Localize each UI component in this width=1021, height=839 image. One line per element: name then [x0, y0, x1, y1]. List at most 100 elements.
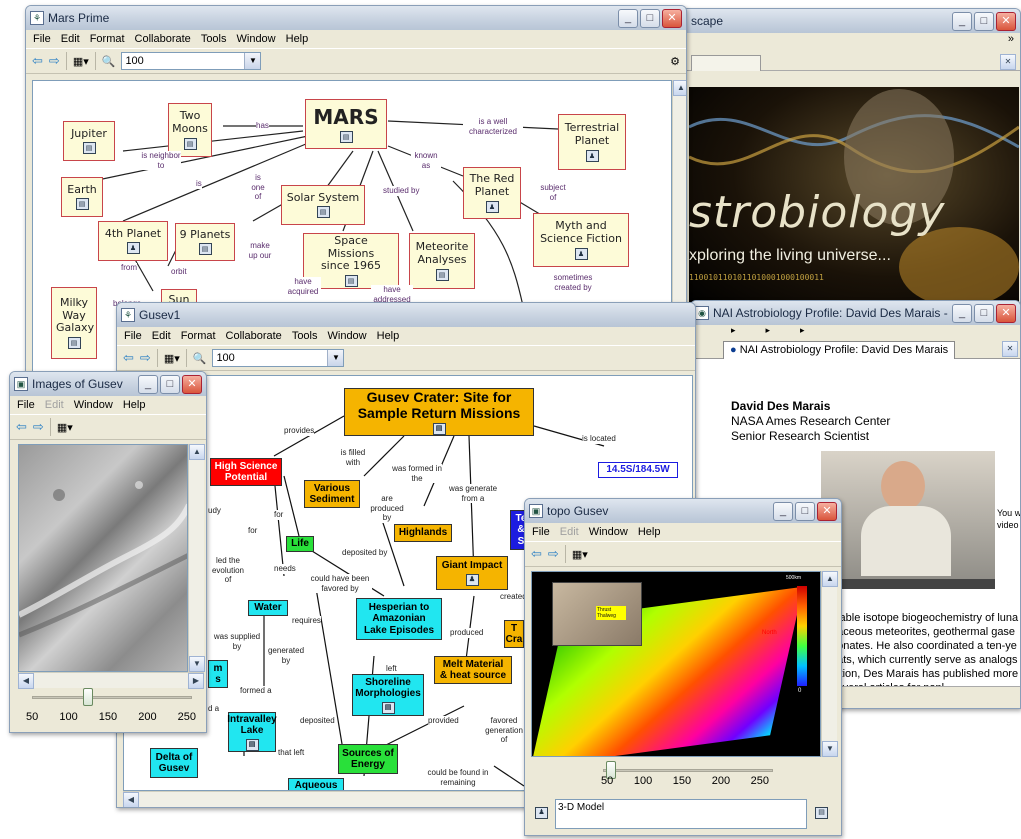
resource-icon[interactable]: ▤ — [82, 142, 96, 155]
netscape-titlebar[interactable]: scape _□✕ — [661, 9, 1020, 33]
node-intravalley-lake[interactable]: Intravalley Lake▤ — [227, 712, 277, 752]
minimize-button[interactable]: _ — [952, 11, 972, 31]
resource-icon[interactable]: ▤ — [245, 738, 259, 751]
nai-titlebar[interactable]: ◉ NAI Astrobiology Profile: David Des Ma… — [691, 301, 1020, 325]
maximize-button[interactable]: □ — [974, 11, 994, 31]
node-m-s[interactable]: m s — [208, 660, 228, 688]
menu-format[interactable]: Format — [180, 330, 216, 342]
vertical-scrollbar[interactable]: ▲▼ — [821, 571, 838, 757]
topo-titlebar[interactable]: ▣ topo Gusev _□✕ — [525, 499, 841, 523]
tab[interactable] — [691, 55, 761, 71]
scroll-left-icon[interactable]: ◀ — [18, 673, 34, 689]
close-button[interactable]: ✕ — [662, 8, 682, 28]
vertical-scrollbar[interactable]: ▲▼ — [188, 444, 205, 672]
menu-help[interactable]: Help — [285, 33, 309, 45]
chevron-down-icon[interactable]: ▼ — [244, 53, 261, 69]
menu-tools[interactable]: Tools — [291, 330, 318, 342]
slider-track[interactable] — [32, 696, 192, 699]
close-button[interactable]: ✕ — [996, 303, 1016, 323]
node-hesperian[interactable]: Hesperian to Amazonian Lake Episodes — [356, 598, 442, 640]
menu-tools[interactable]: Tools — [200, 33, 227, 45]
minimize-button[interactable]: _ — [773, 501, 793, 521]
view-menu-icon[interactable]: ▦▾ — [56, 421, 73, 434]
node-shoreline[interactable]: Shoreline Morphologies▤ — [352, 674, 424, 716]
zoom-select[interactable]: 100▼ — [212, 349, 345, 367]
resource-icon[interactable]: ▤ — [381, 701, 395, 714]
node-jupiter[interactable]: Jupiter▤ — [63, 121, 115, 161]
map-link-icon[interactable]: ♟ — [585, 149, 599, 162]
menu-collaborate[interactable]: Collaborate — [225, 330, 282, 342]
resource-icon[interactable]: ▤ — [815, 807, 828, 819]
menu-file[interactable]: File — [124, 330, 142, 342]
node-high-science[interactable]: High Science Potential — [210, 458, 282, 486]
menu-help[interactable]: Help — [376, 330, 400, 342]
video-player[interactable] — [821, 451, 995, 589]
resource-icon[interactable]: ▤ — [75, 198, 89, 211]
node-gusev-crater[interactable]: Gusev Crater: Site for Sample Return Mis… — [344, 388, 534, 436]
node-highlands[interactable]: Highlands — [394, 524, 452, 542]
images-titlebar[interactable]: ▣ Images of Gusev _□✕ — [10, 372, 206, 396]
video-controls[interactable] — [821, 579, 995, 589]
menu-window[interactable]: Window — [327, 330, 367, 342]
menu-window[interactable]: Window — [236, 33, 276, 45]
slider-track[interactable] — [603, 769, 773, 772]
forward-arrow-icon[interactable]: ⇨ — [547, 546, 559, 561]
scroll-up-icon[interactable]: ▲ — [822, 571, 838, 587]
gusev1-titlebar[interactable]: ⚘ Gusev1 — [117, 303, 695, 327]
maximize-button[interactable]: □ — [160, 374, 180, 394]
forward-arrow-icon[interactable]: ⇨ — [32, 419, 44, 434]
node-9-planets[interactable]: 9 Planets▤ — [175, 223, 235, 261]
network-icon[interactable]: ⚙ — [670, 55, 680, 68]
mars-titlebar[interactable]: ⚘ Mars Prime _□✕ — [26, 6, 686, 30]
node-giant-impact[interactable]: Giant Impact♟ — [436, 556, 508, 590]
scroll-down-icon[interactable]: ▼ — [189, 656, 205, 672]
back-arrow-icon[interactable]: ⇦ — [123, 350, 134, 365]
node-various-sediment[interactable]: Various Sediment — [304, 480, 360, 508]
maximize-button[interactable]: □ — [640, 8, 660, 28]
close-button[interactable]: ✕ — [182, 374, 202, 394]
maximize-button[interactable]: □ — [795, 501, 815, 521]
close-button[interactable]: ✕ — [817, 501, 837, 521]
back-arrow-icon[interactable]: ⇦ — [16, 419, 27, 434]
scroll-down-icon[interactable]: ▼ — [822, 741, 838, 757]
node-earth[interactable]: Earth▤ — [61, 177, 103, 217]
scroll-left-icon[interactable]: ◀ — [123, 792, 139, 807]
resource-icon[interactable]: ▤ — [435, 268, 449, 281]
menu-edit[interactable]: Edit — [151, 330, 171, 342]
menu-file[interactable]: File — [17, 399, 35, 411]
caption-field[interactable]: 3-D Model — [555, 799, 807, 829]
map-link-icon[interactable]: ♟ — [485, 200, 499, 213]
node-space-missions[interactable]: Space Missions since 1965▤ — [303, 233, 399, 289]
resource-icon[interactable]: ▤ — [198, 243, 212, 256]
nav-arrows[interactable]: ▸▸▸ — [691, 325, 1020, 339]
menu-window[interactable]: Window — [588, 526, 628, 538]
view-menu-icon[interactable]: ▦▾ — [72, 55, 89, 68]
menu-help[interactable]: Help — [122, 399, 146, 411]
scroll-up-icon[interactable]: ▲ — [189, 444, 205, 460]
node-two-moons[interactable]: Two Moons▤ — [168, 103, 212, 157]
map-link-icon[interactable]: ♟ — [535, 807, 548, 819]
back-arrow-icon[interactable]: ⇦ — [531, 546, 542, 561]
node-cra[interactable]: T Cra — [504, 620, 524, 648]
node-life[interactable]: Life — [286, 536, 314, 552]
node-milky-way[interactable]: Milky Way Galaxy▤ — [51, 287, 97, 359]
node-4th-planet[interactable]: 4th Planet♟ — [98, 221, 168, 261]
close-tab-icon[interactable]: ✕ — [1000, 54, 1016, 70]
resource-icon[interactable]: ▤ — [67, 336, 81, 349]
node-myth[interactable]: Myth and Science Fiction♟ — [533, 213, 629, 267]
map-link-icon[interactable]: ♟ — [465, 573, 479, 586]
forward-arrow-icon[interactable]: ⇨ — [139, 350, 151, 365]
horizontal-scrollbar[interactable]: ◀▶ — [18, 672, 204, 689]
profile-tab[interactable]: ● NAI Astrobiology Profile: David Des Ma… — [723, 341, 956, 359]
menu-window[interactable]: Window — [73, 399, 113, 411]
forward-arrow-icon[interactable]: ⇨ — [48, 53, 60, 68]
resource-icon[interactable]: ▤ — [339, 130, 353, 143]
slider-thumb[interactable] — [606, 761, 617, 779]
map-link-icon[interactable]: ♟ — [574, 247, 588, 260]
menu-format[interactable]: Format — [89, 33, 125, 45]
close-tab-icon[interactable]: ✕ — [1002, 341, 1018, 357]
menu-file[interactable]: File — [33, 33, 51, 45]
node-delta-of-gusev[interactable]: Delta of Gusev — [150, 748, 198, 778]
view-menu-icon[interactable]: ▦▾ — [163, 352, 180, 365]
menu-collaborate[interactable]: Collaborate — [134, 33, 191, 45]
